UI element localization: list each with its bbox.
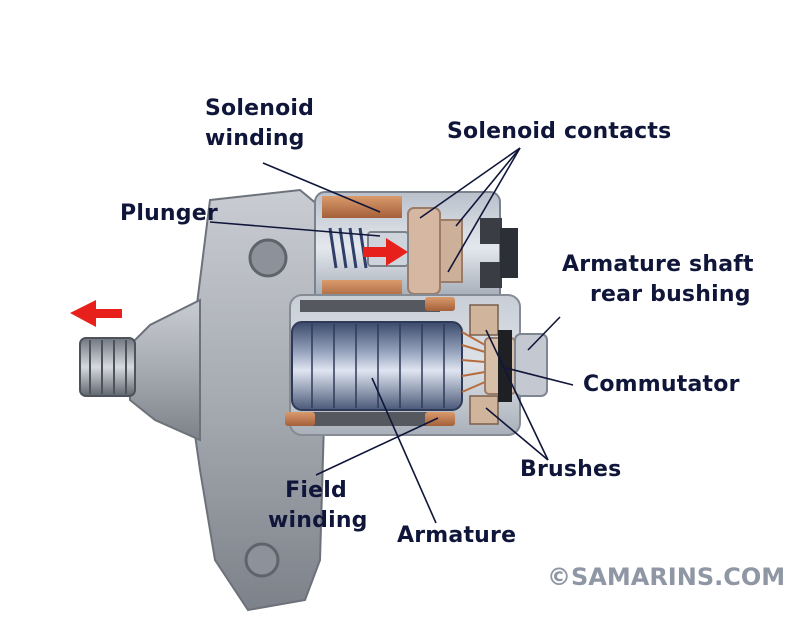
mount-hole (248, 238, 288, 278)
brush-bottom (469, 395, 499, 425)
leader-solenoid-contacts (419, 147, 521, 219)
terminal (480, 262, 502, 288)
brush-top (469, 304, 499, 336)
field-coil-bottom (285, 412, 315, 426)
plunger-motion-arrow (363, 238, 408, 266)
plunger-spring (328, 227, 368, 269)
leader-lines (209, 147, 574, 524)
label-armature-shaft-rear-bushing: Armature shaft rear bushing (562, 250, 754, 310)
leader-plunger (209, 221, 381, 237)
watermark: ©SAMARINS.COM (547, 563, 786, 591)
leader-commutator (505, 367, 574, 386)
label-solenoid-contacts: Solenoid contacts (447, 119, 672, 144)
label-plunger: Plunger (120, 201, 218, 226)
brush-holder (498, 330, 512, 402)
label-solenoid-winding: Solenoid winding (205, 94, 314, 154)
leader-solenoid-winding (262, 162, 381, 213)
label-armature-shaft-line1: Armature shaft (562, 252, 754, 277)
leader-field-winding (315, 417, 439, 476)
terminal-cap (500, 228, 518, 278)
pinion-motion-arrow (70, 300, 122, 327)
leader-armature-shaft (527, 316, 561, 351)
label-field-winding-line1: Field (285, 478, 347, 503)
leader-armature (371, 377, 437, 524)
armature-laminations (311, 324, 445, 408)
leader-brushes (485, 407, 549, 461)
leader-brushes (485, 329, 549, 461)
label-armature-shaft-line2: rear bushing (590, 282, 751, 307)
terminal (480, 218, 502, 244)
leader-solenoid-contacts (447, 147, 521, 273)
label-armature: Armature (397, 523, 517, 548)
armature-core (291, 321, 463, 411)
label-field-winding-line2: winding (268, 508, 368, 533)
mount-hole (244, 542, 280, 578)
solenoid-contact-disc (407, 207, 441, 295)
rear-end-cap (514, 333, 548, 397)
label-field-winding: Field winding (268, 476, 368, 536)
pinion-teeth (89, 340, 127, 394)
solenoid-winding-top (322, 196, 402, 218)
label-solenoid-winding-line2: winding (205, 126, 305, 151)
field-winding-top (300, 300, 440, 312)
label-commutator: Commutator (583, 372, 740, 397)
label-solenoid-winding-line1: Solenoid (205, 96, 315, 121)
field-coil-bottom (425, 412, 455, 426)
contact-plate (439, 219, 463, 283)
field-coil-top (425, 297, 455, 311)
drive-end-cone (129, 298, 201, 442)
leader-solenoid-contacts (455, 147, 521, 227)
pinion-gear (79, 337, 136, 397)
label-brushes: Brushes (520, 457, 622, 482)
field-winding-bottom (300, 412, 440, 426)
armature-wire-ends (461, 331, 486, 393)
